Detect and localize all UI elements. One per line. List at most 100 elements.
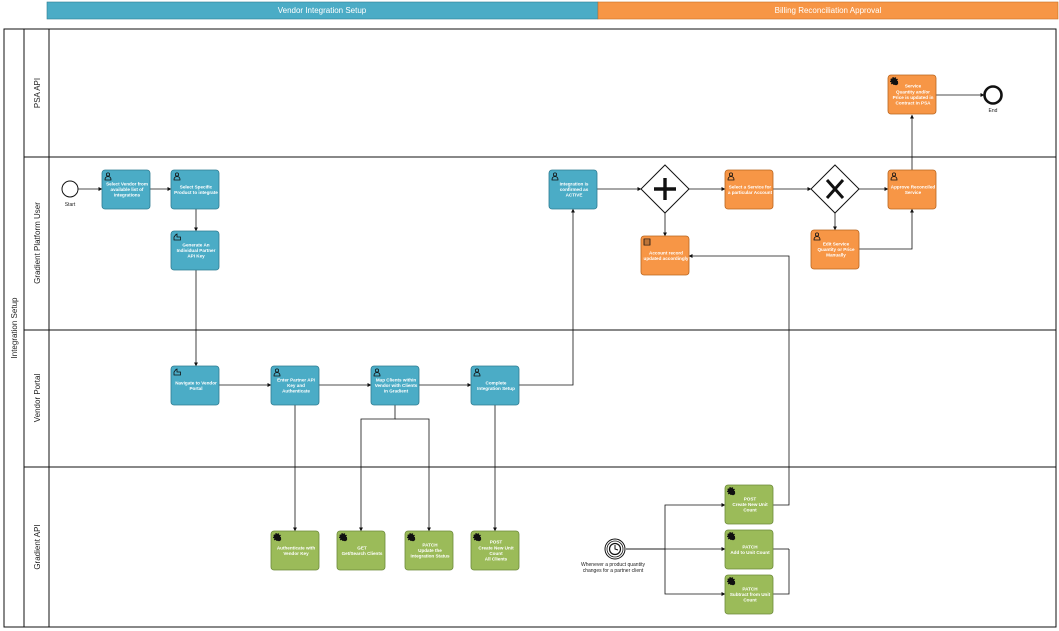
task-label-line: Quantity and/or [896, 89, 930, 94]
lane-label-gradient-api: Gradient API [33, 524, 42, 569]
timer-label-line: Whenever a product quantity [581, 562, 645, 568]
task-label-line: Update the [418, 548, 442, 553]
user-icon [104, 172, 112, 181]
task-label-line: Service [905, 190, 922, 195]
task-label-line: Subtract from Unit [730, 592, 771, 597]
task-box [470, 530, 520, 571]
task-label-line: Edit Service [823, 242, 850, 247]
lane-label-gradient-platform-user: Gradient Platform User [33, 202, 42, 284]
task-label-line: Integration Status [410, 554, 449, 559]
task-label-line: Vendor Key [283, 551, 309, 556]
gear-icon [726, 531, 736, 541]
task-label-line: Product to integrate [174, 190, 218, 195]
user-icon [373, 368, 381, 377]
task-label-line: Enter Partner API [277, 378, 315, 383]
task-label-line: Select Vendor from [106, 182, 148, 187]
gear-icon [406, 532, 416, 542]
gear-icon [726, 486, 736, 496]
hand-icon [173, 368, 181, 376]
task-box [640, 235, 690, 276]
user-icon [173, 172, 181, 181]
task-label-line: Manually [826, 253, 846, 258]
task-label-line: Contract in PSA [896, 101, 932, 106]
task-label-line: integrations [114, 193, 141, 198]
task-label-line: GET [357, 545, 367, 550]
phase-header-vendor-setup: Vendor Integration Setup [46, 1, 599, 20]
task-label-line: Approve Reconciled [891, 184, 936, 189]
task-label-line: Create New Unit [478, 545, 514, 550]
plus-icon [654, 178, 676, 200]
task-label-line: Get/Search Clients [342, 551, 383, 556]
task-label-line: Integration Setup [477, 386, 515, 391]
lane-label-psa-api: PSA API [33, 78, 42, 108]
task-label-line: Portal [189, 386, 202, 391]
task-box [724, 484, 774, 525]
task-label-line: Navigate to Vendor [175, 380, 217, 385]
task-box [810, 229, 860, 270]
task-box [724, 574, 774, 615]
timer-label-line: changes for a partner client [583, 568, 644, 574]
hand-icon [173, 233, 181, 241]
sequence-flows [78, 93, 985, 596]
task-label-line: Integration is [560, 182, 589, 187]
task-box [270, 365, 320, 406]
start-event: Start [61, 180, 79, 208]
task-label-line: a particular Account [728, 190, 773, 195]
lanes: PSA API Gradient Platform User Vendor Po… [24, 29, 1056, 627]
user-icon [890, 172, 898, 181]
task-label-line: Individual Partner [177, 248, 216, 253]
task-box [270, 530, 320, 571]
task-label-line: Authenticate [282, 389, 310, 394]
task-box [370, 365, 420, 406]
task-box [101, 169, 151, 210]
task-label-line: PATCH [742, 587, 758, 592]
gear-icon [726, 576, 736, 586]
task-label-line: Add to Unit Count [730, 550, 770, 555]
end-label: End [989, 108, 998, 114]
task-label-line: PATCH [422, 543, 438, 548]
task-box [170, 365, 220, 406]
exclusive-gateway [810, 164, 860, 214]
task-label-line: Select Specific [180, 184, 213, 189]
pool: Integration Setup [3, 28, 1057, 628]
task-label-line: Count [743, 598, 757, 603]
task-box [548, 169, 598, 210]
user-icon [813, 232, 821, 241]
task-label-line: Quantity or Price [817, 247, 854, 252]
table-icon [643, 238, 651, 246]
end-event: End [983, 85, 1003, 114]
task-box [404, 530, 454, 571]
task-label-line: API Key [187, 254, 205, 259]
task-label-line: Create New Unit [732, 502, 768, 507]
phase-label: Vendor Integration Setup [278, 6, 367, 15]
task-box [470, 365, 520, 406]
task-label-line: Map Clients within [376, 378, 417, 383]
task-box [724, 529, 774, 570]
task-label-line: Vendor with Clients [375, 383, 418, 388]
task-label-line: Key and [287, 383, 305, 388]
phase-label: Billing Reconciliation Approval [775, 6, 882, 15]
task-label-line: confirmed as [560, 187, 589, 192]
